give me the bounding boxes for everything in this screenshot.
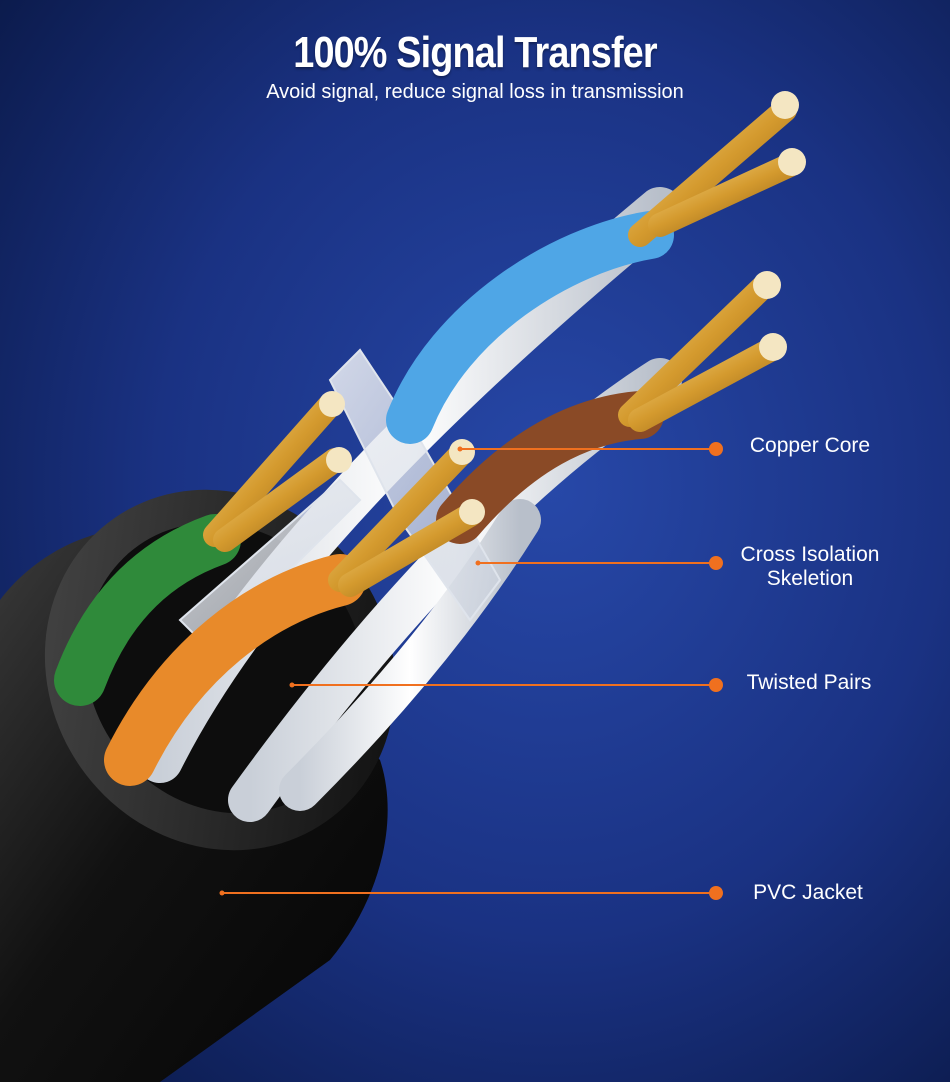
callout-label: Twisted Pairs [746, 671, 872, 694]
white-wire-3 [279, 499, 541, 811]
green-wire [54, 514, 241, 706]
blue-wire [386, 211, 674, 444]
callout-label: Copper Core [749, 434, 871, 457]
callout-cross-isolation: Cross Isolation Skeletion [728, 543, 892, 591]
callout-label: PVC Jacket [753, 881, 863, 904]
page-subtitle: Avoid signal, reduce signal loss in tran… [266, 81, 684, 103]
copper-cores [203, 91, 806, 597]
orange-wire [104, 554, 366, 786]
callout-label: Cross Isolation [740, 543, 880, 566]
callout-pvc-jacket: PVC Jacket [740, 881, 876, 905]
callout-label: Skeletion [766, 567, 854, 590]
callout-twisted-pairs: Twisted Pairs [734, 671, 884, 695]
callout-copper-core: Copper Core [736, 434, 884, 458]
brown-wire [436, 391, 664, 544]
callout-lines [219, 442, 723, 900]
page-title: 100% Signal Transfer [293, 28, 657, 77]
